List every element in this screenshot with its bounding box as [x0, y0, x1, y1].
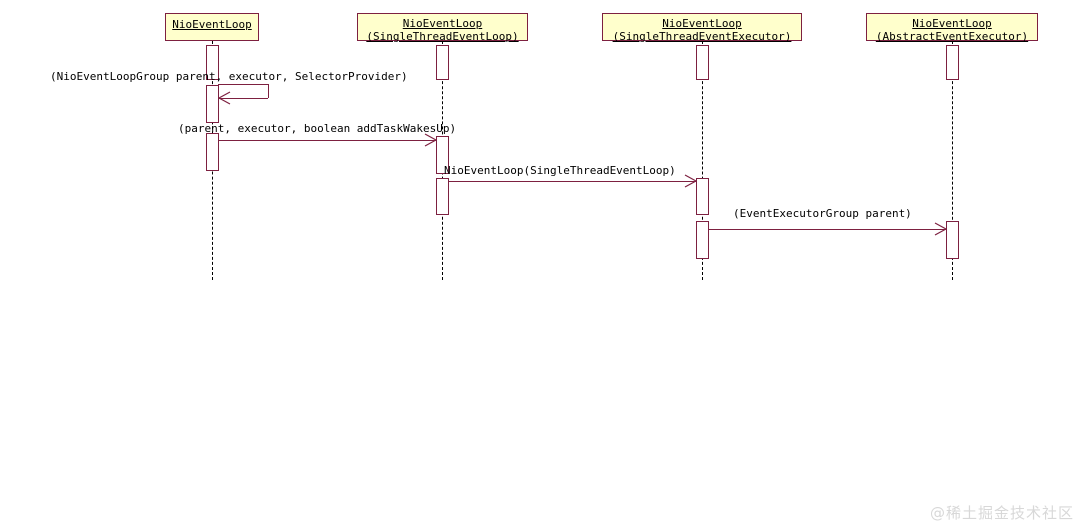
message-arrowhead	[934, 222, 947, 236]
activation-bar	[696, 45, 709, 80]
self-message-line-bottom	[218, 98, 268, 99]
activation-bar	[946, 221, 959, 259]
message-label: NioEventLoop(SingleThreadEventLoop)	[444, 164, 676, 177]
message-line	[218, 140, 436, 141]
self-message-line-top	[218, 84, 268, 85]
message-line	[448, 181, 696, 182]
message-label: (parent, executor, boolean addTaskWakesU…	[178, 122, 457, 135]
participant-name: NioEventLoop	[172, 18, 252, 31]
participant-name: NioEventLoop	[402, 17, 483, 30]
participant-name: NioEventLoop	[912, 17, 992, 30]
participant-p4[interactable]: NioEventLoop(AbstractEventExecutor)	[866, 13, 1038, 43]
activation-bar	[206, 85, 219, 123]
activation-bar	[436, 178, 449, 215]
activation-bar	[436, 136, 449, 174]
message-arrowhead	[424, 133, 437, 147]
message-arrowhead	[218, 91, 231, 105]
participant-p1[interactable]: NioEventLoop	[165, 13, 259, 41]
participant-stereotype: (SingleThreadEventLoop)	[366, 30, 519, 43]
message-arrowhead	[684, 174, 697, 188]
activation-bar	[436, 45, 449, 80]
participant-stereotype: (AbstractEventExecutor)	[875, 30, 1029, 43]
participant-p3[interactable]: NioEventLoop(SingleThreadEventExecutor)	[602, 13, 802, 43]
activation-bar	[946, 45, 959, 80]
participant-p2[interactable]: NioEventLoop(SingleThreadEventLoop)	[357, 13, 528, 43]
participant-stereotype: (SingleThreadEventExecutor)	[612, 30, 792, 43]
participant-name: NioEventLoop	[662, 17, 742, 30]
watermark: @稀土掘金技术社区	[929, 504, 1074, 522]
lifeline-p4	[952, 41, 953, 280]
lifeline-p3	[702, 41, 703, 280]
activation-bar	[206, 133, 219, 171]
message-line	[708, 229, 946, 230]
activation-bar	[206, 45, 219, 80]
message-label: (NioEventLoopGroup parent, executor, Sel…	[50, 70, 408, 83]
activation-bar	[696, 221, 709, 259]
message-label: (EventExecutorGroup parent)	[733, 207, 912, 220]
activation-bar	[696, 178, 709, 215]
self-message-line-side	[268, 84, 269, 98]
